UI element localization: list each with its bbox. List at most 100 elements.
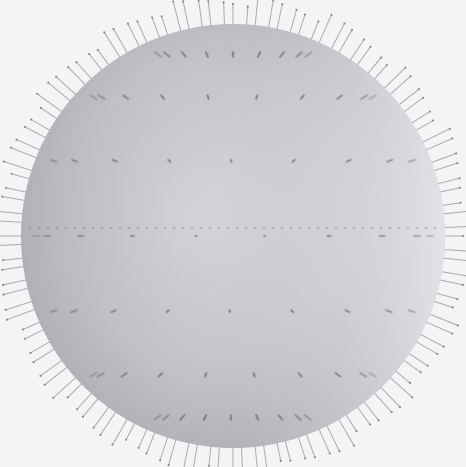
spine-tip — [232, 3, 234, 5]
spine-tip — [295, 9, 297, 11]
spine-tip — [111, 444, 113, 446]
spine-tip — [422, 97, 424, 99]
spine-tip — [330, 14, 332, 16]
spine-tip — [88, 53, 90, 55]
spine-tip — [5, 187, 7, 189]
spine-tip — [460, 202, 462, 204]
spine-tip — [338, 450, 340, 452]
spine-tip — [304, 457, 306, 459]
spine-tip — [457, 324, 459, 326]
spine-tip — [32, 361, 34, 363]
spine-tip — [82, 416, 84, 418]
spine-tip — [30, 118, 32, 120]
spine-tip — [159, 459, 161, 461]
spine-tip — [409, 382, 411, 384]
spine-tip — [363, 39, 365, 41]
spine-tip — [151, 16, 153, 18]
spine-tip — [386, 64, 388, 66]
spine-tip — [127, 23, 129, 25]
spine-tip — [67, 66, 69, 68]
spine-tip — [455, 152, 457, 154]
spine-tip — [47, 82, 49, 84]
spine-tip — [198, 0, 200, 2]
spine-tip — [369, 46, 371, 48]
spine-tip — [2, 259, 4, 261]
spine-tip — [52, 397, 54, 399]
spine-tip — [443, 346, 445, 348]
spine-tip — [55, 76, 57, 78]
spine-tip — [67, 396, 69, 398]
spine-tip — [410, 75, 412, 77]
spine-tip — [432, 119, 434, 121]
spine-tip — [97, 49, 99, 51]
spine-tip — [138, 447, 140, 449]
spine-tip — [2, 284, 4, 286]
spine-tip — [280, 460, 282, 462]
spine-tip — [451, 137, 453, 139]
spine-tip — [182, 0, 184, 2]
spine-tip — [10, 147, 12, 149]
spine-tip — [304, 13, 306, 15]
spine-tip — [353, 445, 355, 447]
spine-tip — [418, 88, 420, 90]
spine-tip — [355, 430, 357, 432]
spine-tip — [136, 20, 138, 22]
spine-tip — [208, 465, 210, 467]
spine-tip — [351, 29, 353, 31]
spine-tip — [391, 411, 393, 413]
spine-tip — [329, 452, 331, 454]
surface-marker — [208, 95, 209, 99]
spine-tip — [168, 464, 170, 466]
spine-tip — [272, 0, 274, 2]
spine-tip — [411, 396, 413, 398]
spine-tip — [314, 456, 316, 458]
spine-tip — [172, 0, 174, 2]
surface-marker — [254, 373, 255, 377]
spine-tip — [125, 439, 127, 441]
spine-tip — [15, 139, 17, 141]
spine-tip — [289, 460, 291, 462]
spine-tip — [5, 309, 7, 311]
spine-tip — [451, 333, 453, 335]
spine-tip — [281, 3, 283, 5]
spine-tip — [103, 31, 105, 33]
spine-tip — [404, 67, 406, 69]
spine-tip — [29, 352, 31, 354]
spine-tip — [1, 196, 3, 198]
spine-tip — [3, 160, 5, 162]
spine-tip — [399, 406, 401, 408]
spine-tip — [462, 284, 464, 286]
spine-tip — [44, 384, 46, 386]
spine-tip — [343, 22, 345, 24]
spine-tip — [427, 365, 429, 367]
spine-tip — [2, 294, 4, 296]
spine-tip — [207, 0, 209, 2]
spine-tip — [11, 173, 13, 175]
spine-tip — [429, 110, 431, 112]
spine-tip — [223, 1, 225, 3]
spine-tip — [456, 298, 458, 300]
spine-tip — [378, 419, 380, 421]
spine-tip — [1, 269, 3, 271]
spine-tip — [436, 353, 438, 355]
spine-tip — [420, 371, 422, 373]
spine-tip — [161, 15, 163, 17]
spine-tip — [76, 408, 78, 410]
spine-tip — [24, 338, 26, 340]
spine-tip — [369, 423, 371, 425]
spine-tip — [456, 162, 458, 164]
spine-tip — [36, 93, 38, 95]
spine-tip — [112, 28, 114, 30]
spine-tip — [452, 306, 454, 308]
spine-tip — [459, 177, 461, 179]
spine-tip — [145, 452, 147, 454]
spine-tip — [40, 107, 42, 109]
spine-tip — [93, 427, 95, 429]
spine-tip — [22, 328, 24, 330]
spine-tip — [6, 319, 8, 321]
spine-tip — [449, 128, 451, 130]
spine-tip — [462, 235, 464, 237]
spine-tip — [99, 434, 101, 436]
